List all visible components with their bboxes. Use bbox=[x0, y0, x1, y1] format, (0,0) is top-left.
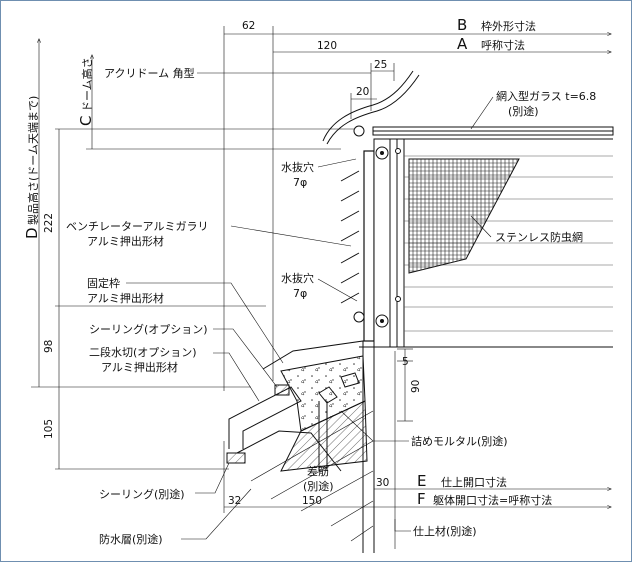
label-water-stop-2: アルミ押出形材 bbox=[101, 360, 178, 374]
label-acryl-dome: アクリドーム 角型 bbox=[104, 66, 195, 80]
label-stainless-mesh: ステンレス防虫網 bbox=[495, 230, 583, 244]
callouts: アクリドーム 角型 網入型ガラス t=6.8 (別途) 水抜穴 7φ ベンチレー… bbox=[66, 66, 596, 546]
label-drain-hole-2b: 7φ bbox=[293, 287, 307, 300]
dim-20: 20 bbox=[356, 86, 369, 98]
label-sealing-separate: シーリング(別途) bbox=[99, 487, 185, 501]
marker-d: D 製品高さ(ドーム天端まで) bbox=[23, 96, 41, 239]
marker-c-letter: C bbox=[77, 116, 95, 126]
label-water-stop-1: 二段水切(オプション) bbox=[89, 345, 197, 359]
label-waterproof: 防水層(別途) bbox=[99, 532, 163, 546]
marker-b-letter: B bbox=[457, 16, 467, 34]
dim-25: 25 bbox=[374, 59, 387, 71]
marker-b: B 枠外形寸法 bbox=[457, 16, 536, 34]
label-rebar-2: (別途) bbox=[303, 479, 334, 493]
dim-30: 30 bbox=[376, 477, 389, 489]
marker-d-text: 製品高さ(ドーム天端まで) bbox=[26, 96, 40, 225]
louvre-lines bbox=[404, 155, 613, 348]
marker-e: E 仕上開口寸法 bbox=[417, 472, 507, 490]
label-finish: 仕上材(別途) bbox=[413, 524, 477, 538]
marker-e-letter: E bbox=[417, 472, 426, 490]
base-curb bbox=[226, 340, 405, 553]
left-dimensions: 222 98 105 bbox=[31, 39, 361, 470]
label-ventilator-1: ベンチレーターアルミガラリ bbox=[66, 220, 208, 233]
marker-f: F 躯体開口寸法=呼称寸法 bbox=[417, 490, 552, 508]
label-drain-hole-2a: 水抜穴 bbox=[281, 271, 314, 285]
marker-a-letter: A bbox=[457, 35, 468, 53]
dim-120: 120 bbox=[317, 40, 337, 52]
label-sealing-option: シーリング(オプション) bbox=[89, 322, 208, 336]
dim-5: 5 bbox=[402, 356, 409, 368]
dim-222: 222 bbox=[43, 213, 55, 233]
acrylic-dome bbox=[322, 70, 420, 145]
marker-a-text: 呼称寸法 bbox=[481, 38, 525, 52]
marker-d-letter: D bbox=[23, 227, 41, 239]
label-fixed-frame-1: 固定枠 bbox=[87, 276, 120, 290]
marker-e-text: 仕上開口寸法 bbox=[441, 475, 507, 489]
ventilator-frame bbox=[340, 125, 405, 348]
label-drain-hole-1a: 水抜穴 bbox=[281, 160, 314, 174]
dim-90: 90 bbox=[410, 380, 422, 393]
dim-32: 32 bbox=[228, 495, 241, 507]
dim-62: 62 bbox=[242, 20, 255, 32]
label-wired-glass-1: 網入型ガラス t=6.8 bbox=[496, 89, 596, 103]
label-drain-hole-1b: 7φ bbox=[293, 176, 307, 189]
label-fixed-frame-2: アルミ押出形材 bbox=[87, 291, 164, 305]
marker-a: A 呼称寸法 bbox=[457, 35, 525, 53]
dim-150: 150 bbox=[302, 495, 322, 507]
top-dimensions: 62 120 25 20 bbox=[223, 20, 611, 391]
marker-b-text: 枠外形寸法 bbox=[481, 19, 536, 33]
marker-f-text: 躯体開口寸法=呼称寸法 bbox=[433, 493, 552, 507]
insect-mesh bbox=[408, 158, 520, 274]
label-wired-glass-2: (別途) bbox=[508, 104, 539, 118]
marker-c: C ドーム高さ bbox=[77, 57, 95, 126]
dim-105: 105 bbox=[43, 419, 55, 439]
label-ventilator-2: アルミ押出形材 bbox=[87, 234, 164, 248]
wired-glass bbox=[372, 126, 614, 140]
marker-c-text: ドーム高さ bbox=[80, 57, 94, 112]
dim-98: 98 bbox=[43, 340, 55, 353]
bottom-dimensions: 5 90 30 150 32 bbox=[223, 348, 611, 549]
marker-f-letter: F bbox=[417, 490, 426, 508]
label-mortar: 詰めモルタル(別途) bbox=[411, 434, 508, 448]
label-rebar-1: 差筋 bbox=[307, 464, 329, 478]
